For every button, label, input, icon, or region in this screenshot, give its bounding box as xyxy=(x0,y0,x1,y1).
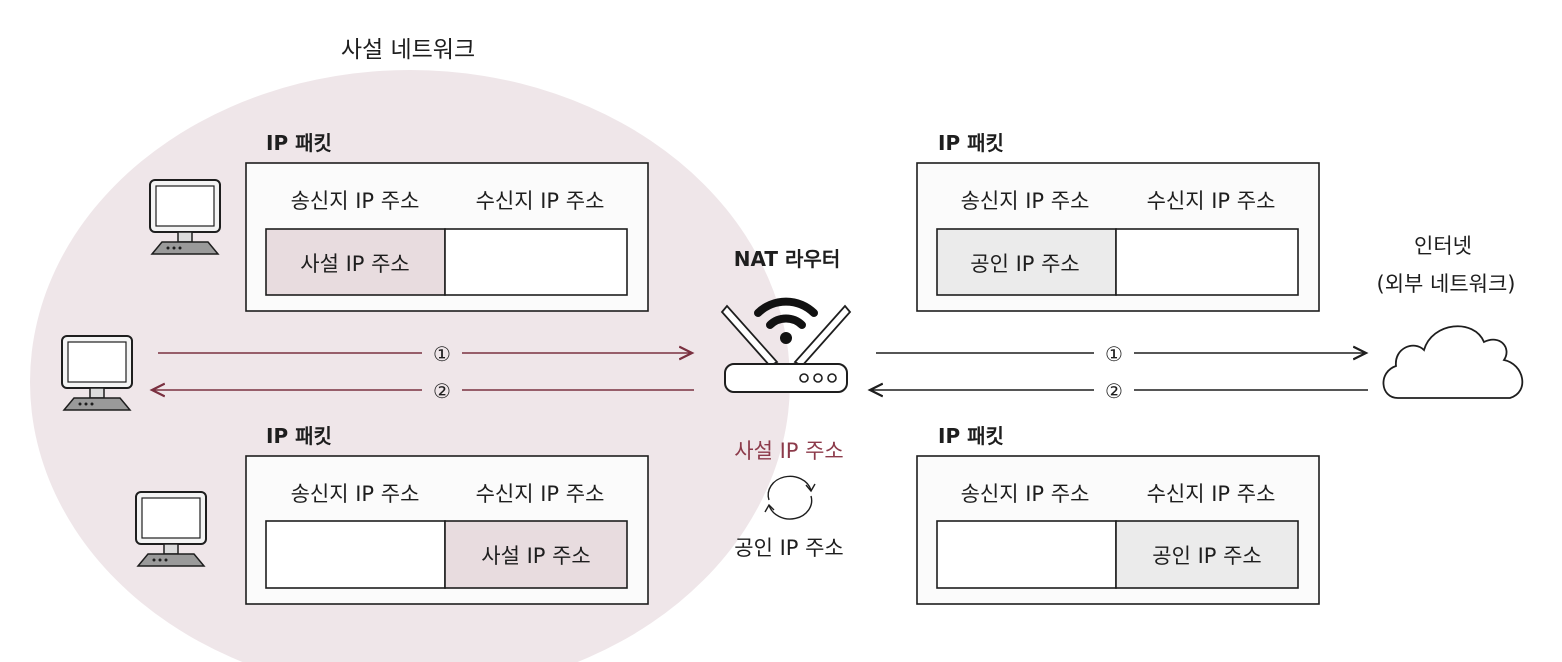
dst-ip-cell xyxy=(444,228,628,296)
src-ip-label: 송신지 IP 주소 xyxy=(961,482,1090,506)
arrow-step-1-public: ① xyxy=(876,342,1366,366)
packet-bottom-left: IP 패킷 송신지 IP 주소 수신지 IP 주소 사설 IP 주소 xyxy=(245,424,649,605)
wifi-router-icon xyxy=(720,297,852,393)
computer-icon xyxy=(149,179,221,255)
packet-header: IP 패킷 xyxy=(266,424,332,448)
dst-ip-label: 수신지 IP 주소 xyxy=(1147,482,1276,506)
internet-label: 인터넷 xyxy=(1414,234,1472,258)
src-ip-label: 송신지 IP 주소 xyxy=(291,189,420,213)
step-2-label: ② xyxy=(433,379,451,403)
src-ip-value: 사설 IP 주소 xyxy=(300,252,410,276)
computer-icon xyxy=(135,491,207,567)
refresh-cycle-icon xyxy=(764,475,816,520)
router-label: NAT 라우터 xyxy=(734,247,840,271)
dst-ip-value: 공인 IP 주소 xyxy=(1152,544,1262,568)
src-ip-label: 송신지 IP 주소 xyxy=(961,189,1090,213)
step-2-label: ② xyxy=(1105,379,1123,403)
src-ip-cell xyxy=(936,520,1117,589)
arrow-step-1-private: ① xyxy=(158,342,692,366)
src-ip-cell xyxy=(265,228,446,296)
dst-ip-label: 수신지 IP 주소 xyxy=(1147,189,1276,213)
internet-sublabel: (외부 네트워크) xyxy=(1377,272,1516,296)
src-ip-value: 공인 IP 주소 xyxy=(970,252,1080,276)
step-1-label: ① xyxy=(433,342,451,366)
packet-header: IP 패킷 xyxy=(938,131,1004,155)
private-network-label: 사설 네트워크 xyxy=(341,37,475,63)
src-ip-label: 송신지 IP 주소 xyxy=(291,482,420,506)
dst-ip-label: 수신지 IP 주소 xyxy=(476,482,605,506)
computer-icon xyxy=(61,335,133,411)
step-1-label: ① xyxy=(1105,342,1123,366)
dst-ip-cell xyxy=(1115,520,1299,589)
packet-top-right: IP 패킷 송신지 IP 주소 수신지 IP 주소 공인 IP 주소 xyxy=(916,131,1320,312)
packet-top-left: IP 패킷 송신지 IP 주소 수신지 IP 주소 사설 IP 주소 xyxy=(245,131,649,312)
dst-ip-cell xyxy=(444,520,628,589)
translate-to-label: 공인 IP 주소 xyxy=(734,536,844,560)
packet-header: IP 패킷 xyxy=(938,424,1004,448)
cloud-icon xyxy=(1382,325,1524,399)
dst-ip-cell xyxy=(1115,228,1299,296)
src-ip-cell xyxy=(936,228,1117,296)
packet-bottom-right: IP 패킷 송신지 IP 주소 수신지 IP 주소 공인 IP 주소 xyxy=(916,424,1320,605)
arrow-step-2-private: ② xyxy=(152,379,694,403)
translate-from-label: 사설 IP 주소 xyxy=(734,439,844,463)
packet-header: IP 패킷 xyxy=(266,131,332,155)
dst-ip-label: 수신지 IP 주소 xyxy=(476,189,605,213)
src-ip-cell xyxy=(265,520,446,589)
dst-ip-value: 사설 IP 주소 xyxy=(481,544,591,568)
arrow-step-2-public: ② xyxy=(870,379,1368,403)
